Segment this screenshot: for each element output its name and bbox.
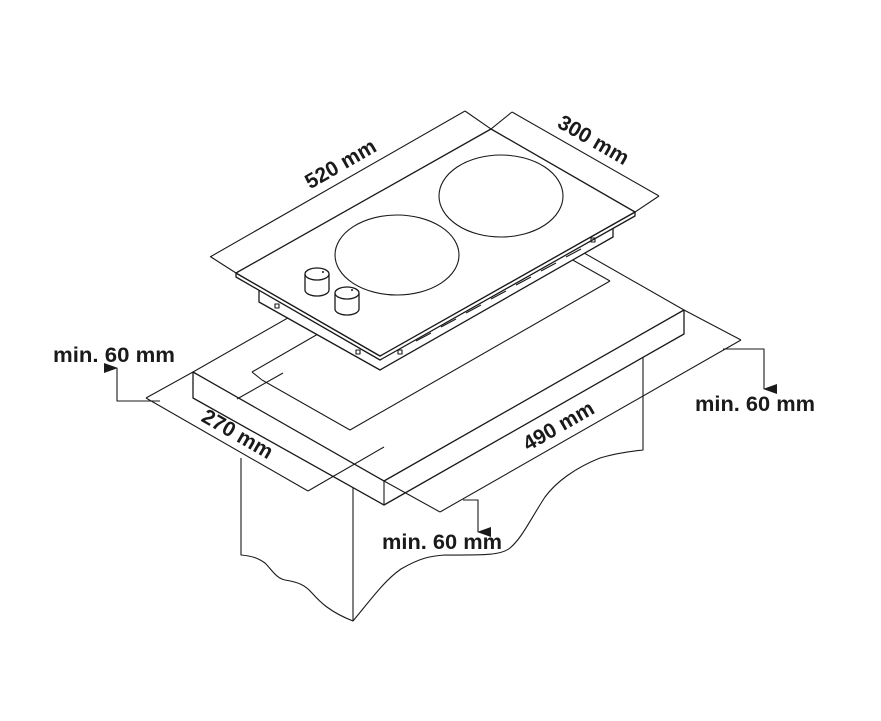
burner-large	[438, 154, 564, 238]
vent-slots	[274, 237, 596, 355]
label-hob-width: 520 mm	[301, 135, 380, 194]
dim-300	[490, 111, 660, 213]
label-clearance-left: min. 60 mm	[53, 344, 175, 367]
dim-490	[383, 309, 742, 513]
hob	[235, 128, 636, 371]
label-clearance-front: min. 60 mm	[382, 531, 502, 554]
clearance-arrows	[104, 348, 777, 537]
arrow-down-icon	[463, 499, 491, 537]
cutout-edge	[251, 333, 319, 373]
label-clearance-right: min. 60 mm	[695, 393, 815, 416]
label-hob-depth: 300 mm	[554, 111, 633, 170]
cabinet	[240, 357, 644, 622]
cutout-front-edge	[261, 280, 611, 431]
dimension-lines	[145, 110, 742, 513]
arrow-down-icon	[723, 348, 777, 394]
dim-520	[209, 110, 492, 274]
dim-270	[145, 371, 385, 492]
arrow-up-icon	[104, 363, 160, 402]
control-knob[interactable]	[304, 267, 330, 297]
control-knob[interactable]	[334, 286, 360, 316]
burner-small	[334, 214, 460, 296]
